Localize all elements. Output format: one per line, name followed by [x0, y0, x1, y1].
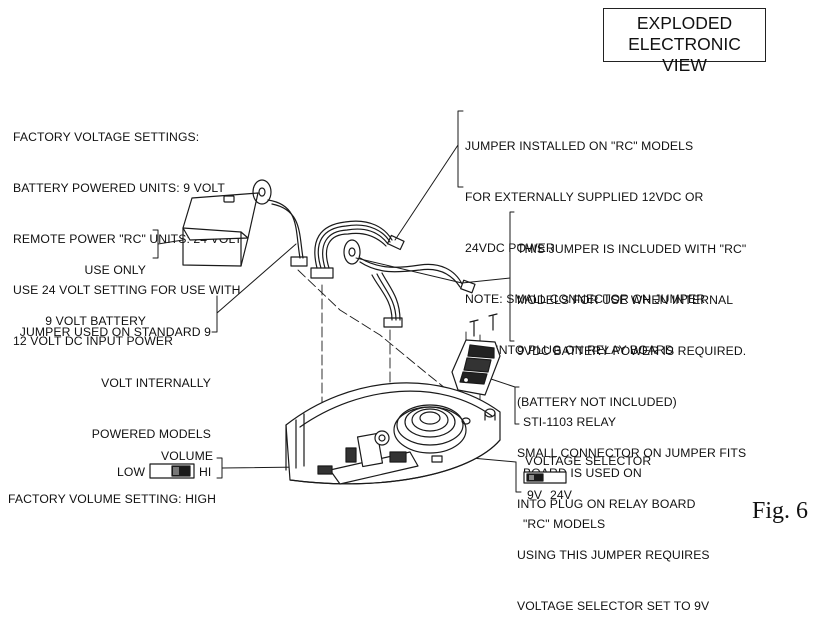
factory-voltage-settings: FACTORY VOLTAGE SETTINGS: BATTERY POWERE…: [13, 95, 242, 367]
text-line: BATTERY POWERED UNITS: 9 VOLT: [13, 181, 225, 195]
volume-label: VOLUME: [161, 449, 214, 463]
jumper-rc-label: JUMPER INSTALLED ON "RC" MODELS FOR EXTE…: [465, 104, 705, 376]
voltage-selector-label: VOLTAGE SELECTOR: [525, 454, 652, 468]
text-line: 12 VOLT DC INPUT POWER: [13, 334, 173, 348]
jumper-rc-wires: [310, 220, 405, 279]
text-line: 24VDC POWER: [465, 241, 555, 255]
relay-board-label: STI-1103 RELAY BOARD IS USED ON "RC" MOD…: [523, 380, 642, 550]
bracket-battery: [152, 229, 159, 259]
text-line: VOLT INTERNALLY: [101, 376, 211, 390]
text-line: STI-1103 RELAY: [523, 415, 617, 429]
jumper-standard-label: JUMPER USED ON STANDARD 9 VOLT INTERNALL…: [20, 290, 211, 460]
title-box: EXPLODED ELECTRONIC VIEW: [603, 8, 766, 75]
bracket-relay-board: [514, 386, 520, 425]
text-line: VOLTAGE SELECTOR SET TO 9V: [517, 599, 710, 613]
bracket-jumper-standard: [211, 295, 218, 333]
jumper-standard-wires: [267, 199, 308, 267]
voltage-9v-label: 9V: [527, 488, 543, 502]
text-line: "RC" MODELS: [523, 517, 606, 531]
text-line: THIS JUMPER IS INCLUDED WITH "RC": [517, 242, 747, 256]
text-line: FOR EXTERNALLY SUPPLIED 12VDC OR: [465, 190, 704, 204]
volume-switch: [149, 463, 195, 479]
speaker: [393, 404, 467, 454]
bracket-jumper-internal: [509, 211, 515, 342]
volume-low-label: LOW: [117, 465, 146, 479]
title-line-2: ELECTRONIC VIEW: [628, 34, 741, 75]
battery-label: USE ONLY 9 VOLT BATTERY: [45, 228, 146, 347]
jumper-internal-wires: [343, 239, 476, 328]
screws: [469, 313, 498, 337]
text-line: NOTE: SMALL CONNECTOR ON JUMPER: [465, 292, 706, 306]
text-line: MODELS FOR USE WHEN INTERNAL: [517, 293, 734, 307]
text-line: USE 24 VOLT SETTING FOR USE WITH: [13, 283, 241, 297]
text-line: (BATTERY NOT INCLUDED): [517, 395, 677, 409]
bracket-volume: [216, 457, 223, 479]
standoff-posts: [461, 408, 496, 425]
main-circuit-board: [317, 430, 443, 485]
bracket-voltage-selector: [515, 461, 522, 493]
figure-label: Fig. 6: [752, 498, 809, 524]
volume-hi-label: HI: [199, 465, 212, 479]
leader-battery: [157, 239, 184, 245]
text-line: USE ONLY: [84, 263, 146, 277]
exploded-diagram: [149, 110, 567, 493]
voltage-selector-switch: [523, 471, 567, 484]
text-line: JUMPER USED ON STANDARD 9: [19, 325, 211, 339]
text-line: INTO PLUG ON RELAY BOARD: [517, 497, 696, 511]
bracket-jumper-rc: [457, 110, 464, 188]
leader-lines: [152, 110, 522, 493]
leader-jumper-rc: [394, 144, 459, 241]
battery-9v: [182, 192, 259, 267]
leader-jumper-standard: [216, 243, 297, 314]
text-line: JUMPER INSTALLED ON "RC" MODELS: [465, 139, 694, 153]
text-line: FACTORY VOLTAGE SETTINGS:: [13, 130, 200, 144]
text-line: POWERED MODELS: [91, 427, 211, 441]
relay-board: [451, 339, 501, 396]
text-line: 9VDC BATTERY POWER IS REQUIRED.: [517, 344, 747, 358]
title-line-1: EXPLODED: [636, 13, 733, 33]
leader-relay-board: [487, 377, 516, 388]
text-line: REMOTE POWER "RC" UNITS: 24 VOLT: [13, 232, 242, 246]
text-line: 9 VOLT BATTERY: [45, 314, 146, 328]
battery-snap: [252, 179, 272, 205]
factory-volume-setting: FACTORY VOLUME SETTING: HIGH: [8, 492, 216, 506]
text-line: SMALL CONNECTOR ON JUMPER FITS: [517, 446, 747, 460]
voltage-24v-label: 24V: [550, 488, 572, 502]
